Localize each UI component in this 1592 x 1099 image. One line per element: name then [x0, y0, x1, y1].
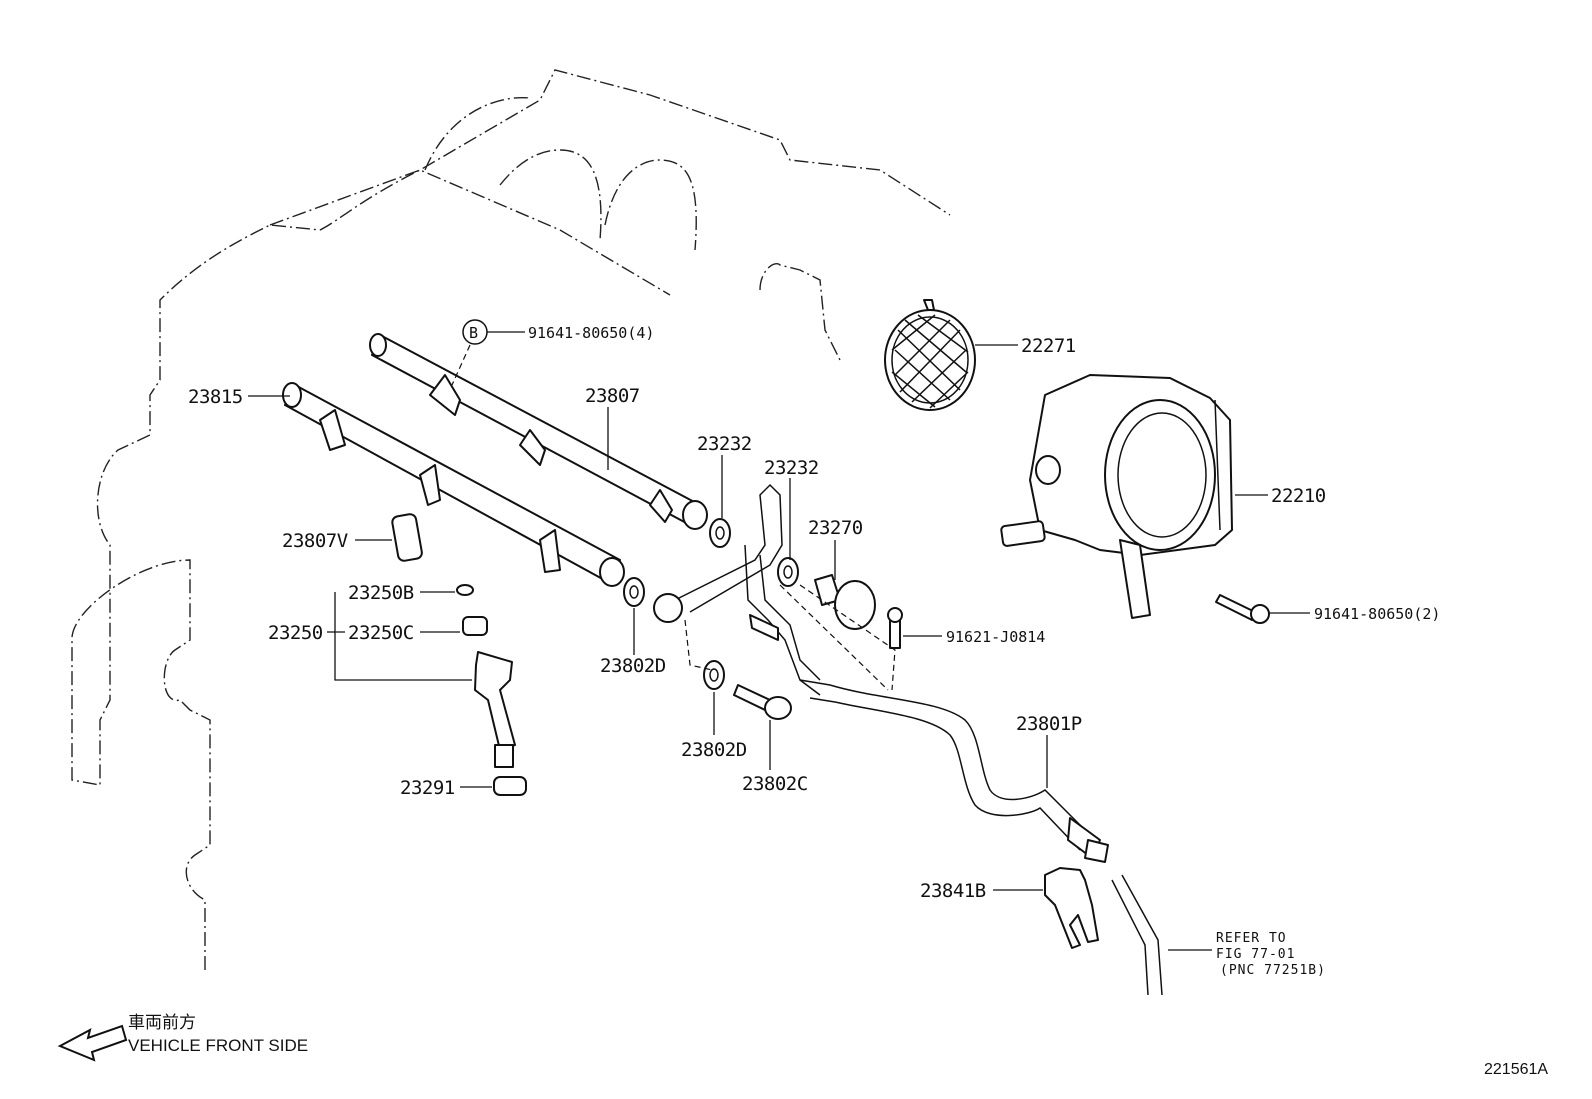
gasket-23802d-a[interactable] [623, 577, 645, 607]
intake-screen[interactable] [884, 299, 976, 411]
label-23250[interactable]: 23250 [268, 622, 323, 644]
hose-clip[interactable] [1044, 867, 1099, 949]
label-23232-a[interactable]: 23232 [697, 433, 752, 455]
label-23250b[interactable]: 23250B [348, 582, 414, 604]
throttle-body[interactable] [1000, 374, 1233, 619]
fuel-hose[interactable] [799, 679, 1109, 863]
label-22271[interactable]: 22271 [1021, 335, 1076, 357]
fuel-crossover-pipe[interactable] [653, 483, 821, 696]
direction-label-en: VEHICLE FRONT SIDE [128, 1036, 308, 1055]
fuel-rail-upper[interactable] [369, 333, 708, 530]
label-23807[interactable]: 23807 [585, 385, 640, 407]
illustration-id: 221561A [1484, 1061, 1548, 1078]
label-22210[interactable]: 22210 [1271, 485, 1326, 507]
label-23815[interactable]: 23815 [188, 386, 243, 408]
o-ring-23250b[interactable] [456, 584, 474, 596]
pulsation-damper[interactable] [391, 513, 423, 562]
callout-circle-b [462, 319, 488, 345]
engine-outline [71, 69, 951, 970]
label-23807v[interactable]: 23807V [282, 530, 348, 552]
label-23270[interactable]: 23270 [808, 517, 863, 539]
fuel-rail-lower[interactable] [282, 382, 625, 587]
label-23291[interactable]: 23291 [400, 777, 455, 799]
label-23802c[interactable]: 23802C [742, 773, 808, 795]
label-23802d-a[interactable]: 23802D [600, 655, 666, 677]
front-arrow-icon [57, 1024, 128, 1062]
assembly-lines [451, 344, 896, 691]
label-91641-80650-2[interactable]: 91641-80650(2) [1314, 605, 1440, 623]
leader-lines [248, 331, 1310, 951]
reference-hose [1111, 874, 1163, 996]
direction-label-jp: 車両前方 [128, 1013, 196, 1032]
insulator-23250c[interactable] [462, 616, 488, 636]
bolt-91621[interactable] [887, 607, 903, 649]
label-23801p[interactable]: 23801P [1016, 713, 1082, 735]
refer-note-line2: FIG 77-01 [1216, 947, 1295, 962]
refer-note-line1: REFER TO [1216, 931, 1287, 946]
label-23232-b[interactable]: 23232 [764, 457, 819, 479]
union-bolt[interactable] [733, 684, 792, 720]
gasket-23802d-b[interactable] [703, 660, 725, 690]
fuel-injector[interactable] [474, 651, 516, 768]
refer-note-line3: (PNC 77251B) [1220, 963, 1326, 978]
label-23841b[interactable]: 23841B [920, 880, 986, 902]
label-91621-j0814[interactable]: 91621-J0814 [946, 628, 1045, 646]
gasket-23232-a[interactable] [709, 518, 731, 548]
label-91641-80650-4[interactable]: 91641-80650(4) [528, 324, 654, 342]
injector-seal-23291[interactable] [493, 776, 527, 796]
bolt-throttle[interactable] [1215, 594, 1270, 624]
fuel-pressure-sensor[interactable] [814, 574, 876, 630]
label-23802d-b[interactable]: 23802D [681, 739, 747, 761]
gasket-23232-b[interactable] [777, 557, 799, 587]
callout-b-label: B [469, 324, 478, 342]
label-23250c[interactable]: 23250C [348, 622, 414, 644]
